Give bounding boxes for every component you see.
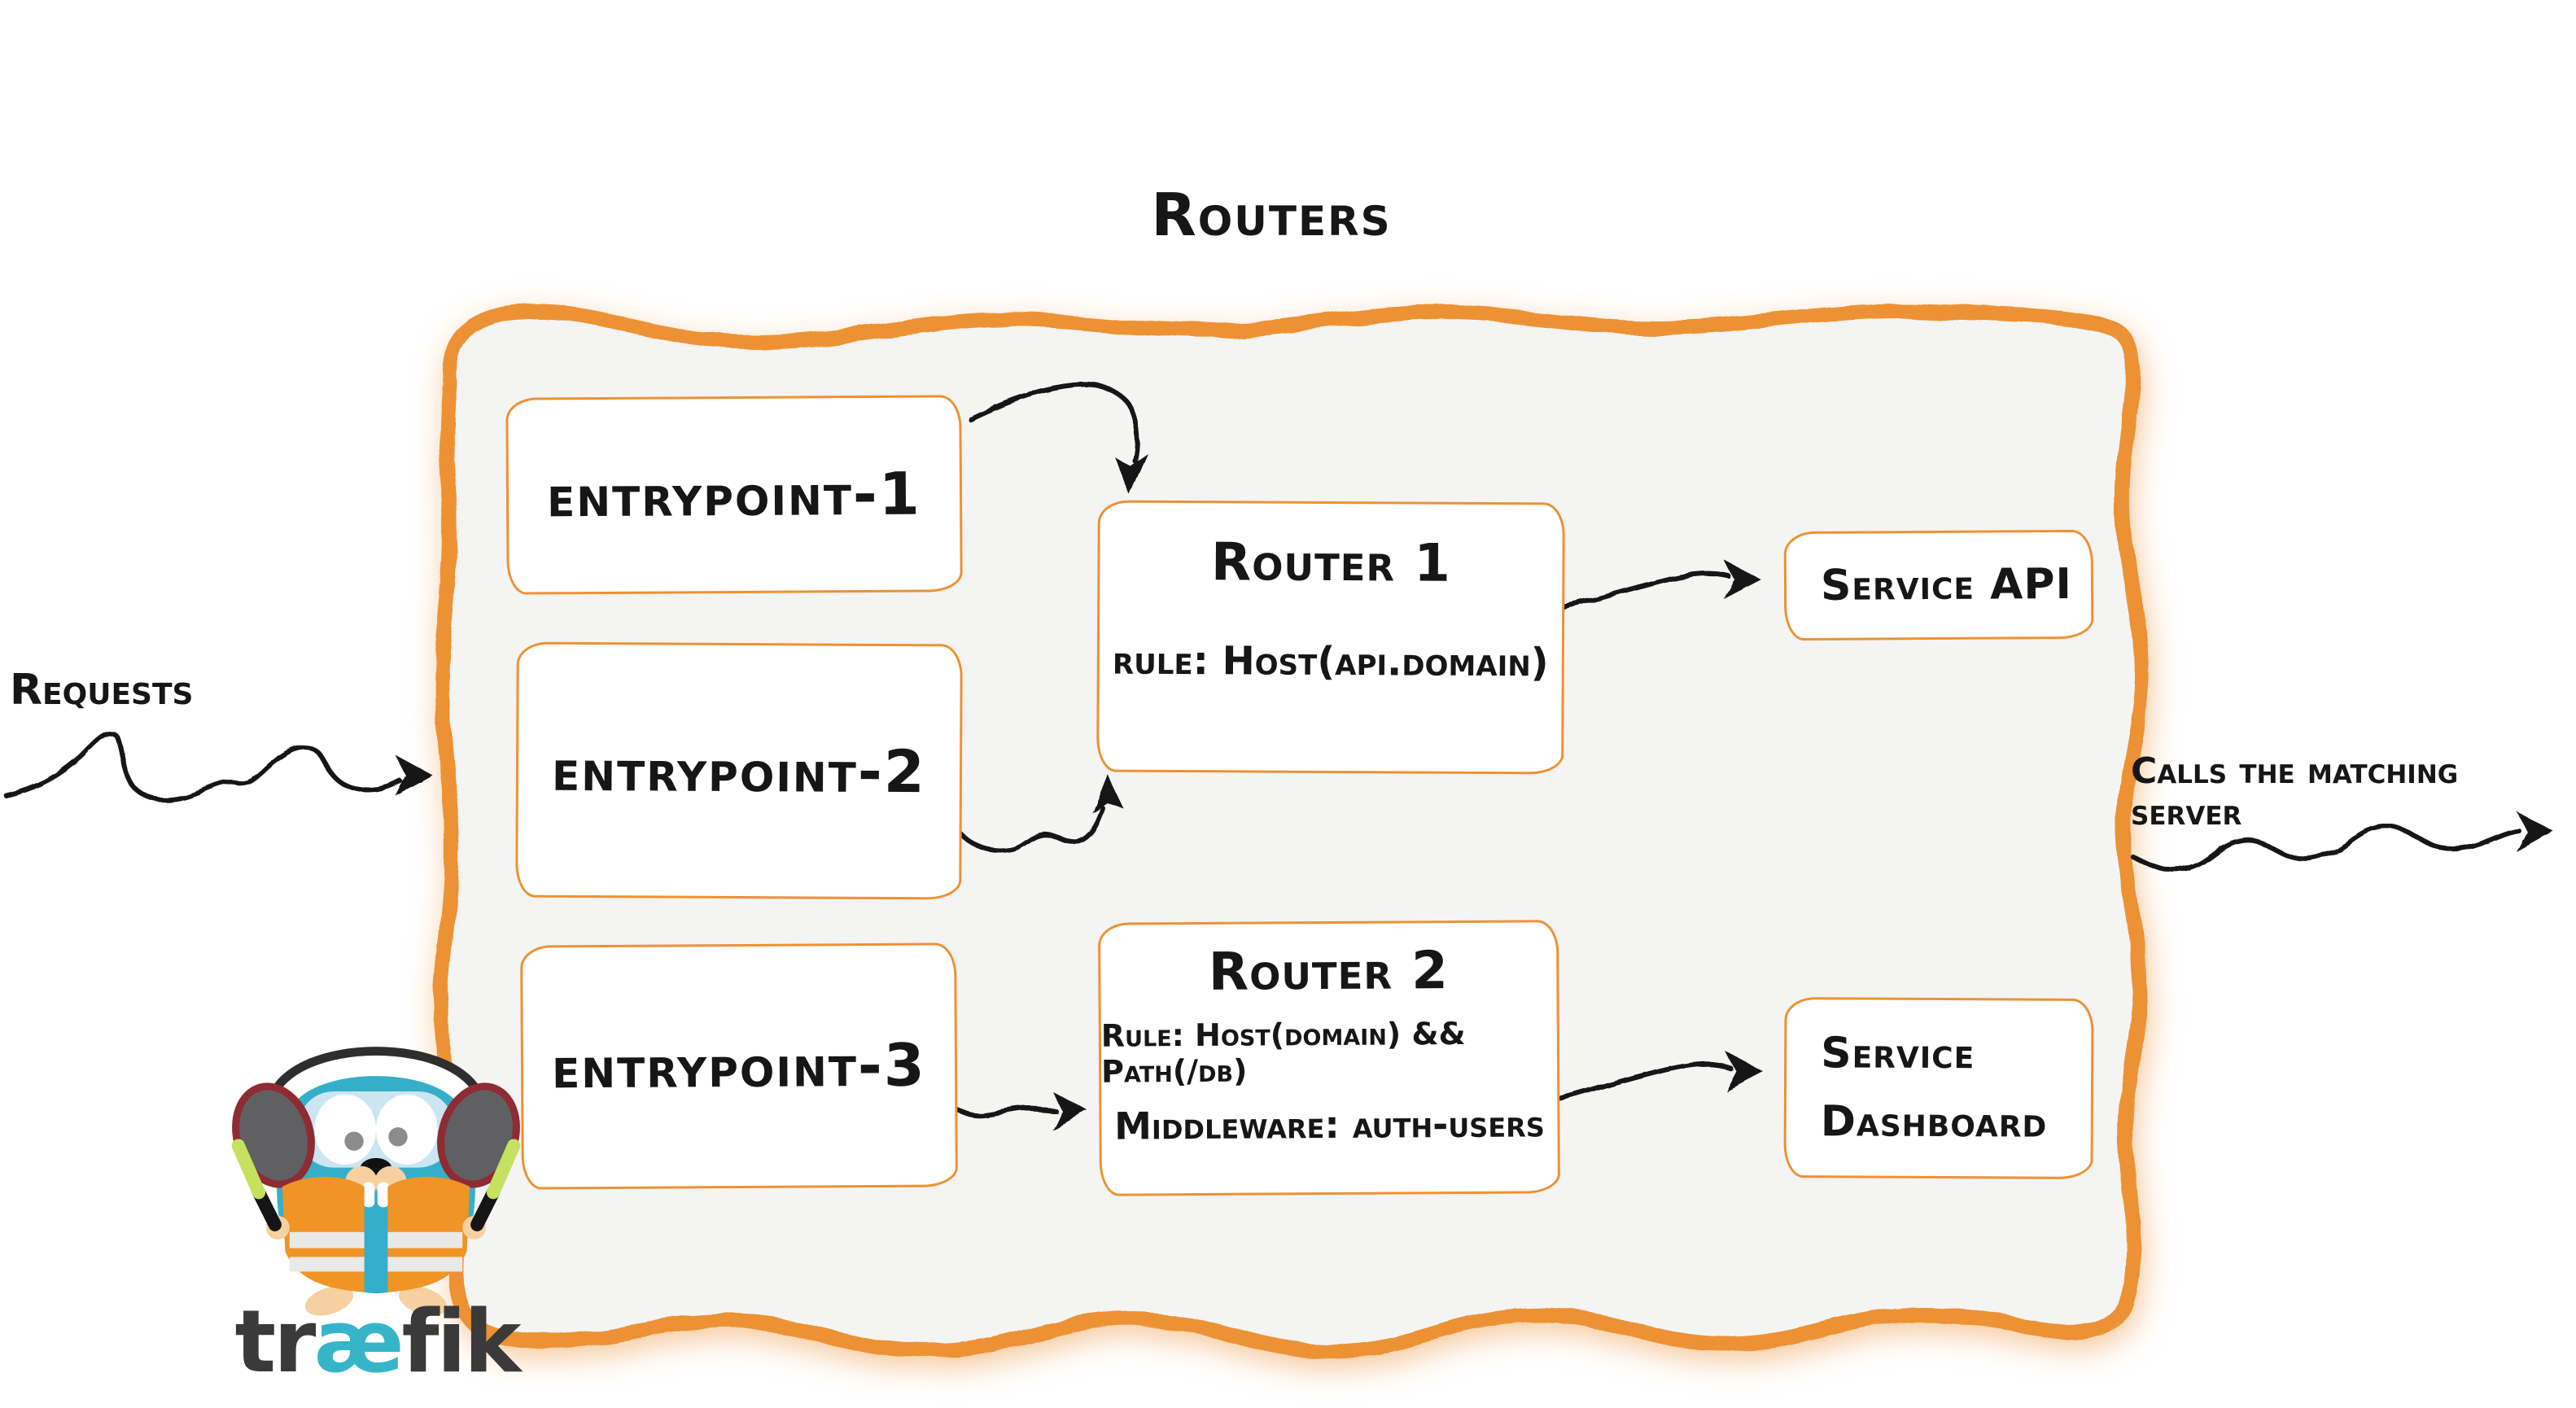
headphone-band-white	[267, 1049, 485, 1111]
entrypoint-1-label: entrypoint-1	[546, 459, 922, 531]
router-1-title: Router 1	[1210, 532, 1452, 594]
wordmark-fik: fik	[401, 1292, 522, 1392]
arrowhead-entrypoint1	[1113, 453, 1148, 495]
traefik-gopher-logo	[231, 1047, 521, 1316]
diagram-title: Routers	[1151, 181, 1392, 249]
requests-arrow	[4, 731, 403, 802]
entrypoint-2-label: entrypoint-2	[551, 735, 927, 807]
service-api-box: Service API	[1783, 529, 2094, 641]
wordmark-tr: tr	[234, 1292, 317, 1392]
router-2-middleware: Middleware: auth-users	[1114, 1101, 1545, 1148]
router-1-box: Router 1 rule: Host(api.domain)	[1096, 500, 1565, 775]
output-arrowhead	[2517, 811, 2554, 852]
traefik-wordmark: træfik	[234, 1299, 522, 1385]
arrow-router2-servicedashboard	[1554, 1061, 1733, 1103]
arrow-entrypoint1-router1	[968, 383, 1139, 463]
gopher-eye-left	[314, 1094, 376, 1165]
output-arrow	[2130, 824, 2521, 873]
gopher-eye-right	[376, 1094, 438, 1165]
light-stick-right-icon	[486, 1139, 521, 1200]
arrow-router1-serviceapi	[1552, 571, 1731, 611]
wordmark-ae-ligature: æ	[313, 1292, 404, 1392]
arrowhead-servicedashboard	[1725, 1052, 1763, 1091]
gopher-pupil-left	[344, 1131, 364, 1151]
vest-stripe-left-2	[289, 1257, 365, 1272]
router-1-rule: rule: Host(api.domain)	[1112, 637, 1549, 686]
entrypoint-3-label: entrypoint-3	[551, 1030, 927, 1102]
gopher-foot-left	[304, 1286, 353, 1316]
vest-stripe-right-2	[387, 1257, 463, 1272]
service-dashboard-box: Service Dashboard	[1783, 997, 2094, 1179]
arrowhead-serviceapi	[1724, 560, 1761, 599]
router-2-rule: Rule: Host(domain) && Path(/db)	[1100, 1015, 1466, 1090]
gopher-tooth-left	[362, 1182, 375, 1208]
vest-stripe-right-1	[387, 1231, 463, 1248]
service-dashboard-label-line2: Dashboard	[1820, 1097, 2048, 1148]
headphone-band-icon	[266, 1047, 486, 1104]
entrypoint-2-box: entrypoint-2	[515, 641, 963, 900]
entrypoint-3-box: entrypoint-3	[520, 942, 958, 1190]
router-2-title: Router 2	[1208, 941, 1450, 1003]
arrowhead-entrypoint3	[1052, 1091, 1087, 1130]
gopher-foot-right	[399, 1286, 448, 1316]
entrypoint-1-box: entrypoint-1	[505, 395, 963, 595]
router-2-box: Router 2 Rule: Host(domain) && Path(/db)…	[1097, 920, 1561, 1196]
vest-stripe-left-1	[289, 1231, 365, 1248]
requests-label: Requests	[10, 666, 194, 715]
light-stick-left-icon	[231, 1139, 266, 1200]
output-label: Calls the matching server	[2131, 750, 2459, 833]
service-api-label: Service API	[1820, 559, 2073, 610]
service-dashboard-label-line1: Service	[1821, 1029, 1975, 1079]
gopher-pupil-right	[388, 1127, 408, 1147]
arrowhead-entrypoint2	[1091, 773, 1124, 812]
gopher-tooth-right	[377, 1182, 390, 1208]
requests-arrowhead	[396, 755, 433, 796]
arrow-entrypoint2-router1	[956, 805, 1104, 853]
